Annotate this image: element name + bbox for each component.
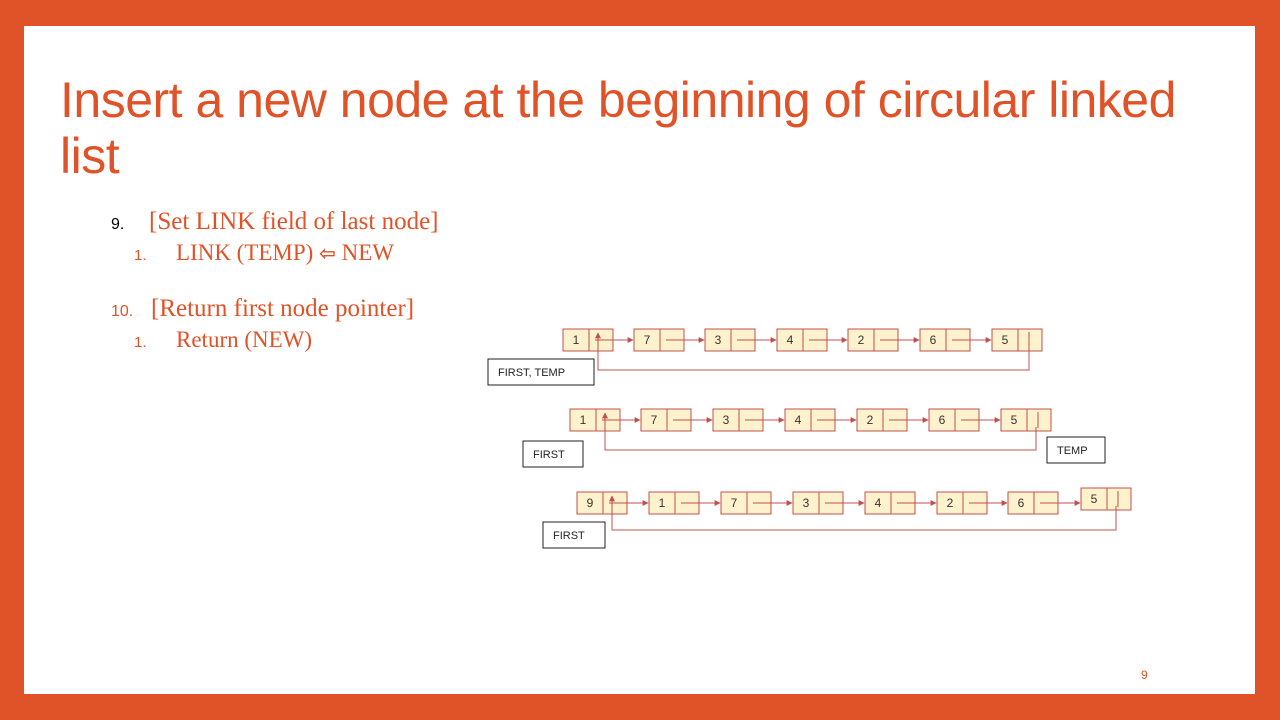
label-box	[487, 358, 595, 386]
circular-back-link	[602, 412, 1037, 451]
label-text: FIRST, TEMP	[498, 367, 565, 379]
node-value: 5	[1011, 413, 1018, 427]
slide-title: Insert a new node at the beginning of ci…	[60, 72, 1176, 184]
step-number: 9.	[111, 216, 125, 233]
node-value: 7	[651, 413, 658, 427]
pointer-label: FIRST	[542, 521, 606, 549]
label-text: FIRST	[553, 530, 585, 542]
label-text: TEMP	[1057, 445, 1088, 457]
list-node: 1	[648, 491, 721, 515]
node-value: 1	[580, 413, 587, 427]
list-node: 6	[928, 408, 1001, 432]
node-box	[991, 328, 1043, 352]
slide: Insert a new node at the beginning of ci…	[24, 26, 1255, 694]
list-node: 3	[712, 408, 785, 432]
list-node: 5	[991, 328, 1043, 352]
list-node: 6	[919, 328, 992, 352]
list-node: 4	[776, 328, 848, 352]
node-value: 2	[947, 496, 954, 510]
list-node: 3	[704, 328, 777, 352]
list-node: 2	[847, 328, 920, 352]
node-value: 6	[1018, 496, 1025, 510]
list-node: 2	[936, 491, 1008, 515]
step-number: 10.	[111, 303, 134, 320]
substep-text-before: LINK (TEMP)	[176, 240, 320, 265]
node-value: 4	[787, 333, 794, 347]
list-node: 5	[1080, 487, 1132, 511]
node-value: 5	[1002, 333, 1009, 347]
node-value: 3	[715, 333, 722, 347]
node-value: 1	[573, 333, 580, 347]
list-node: 7	[633, 328, 705, 352]
node-value: 7	[731, 496, 738, 510]
node-value: 3	[723, 413, 730, 427]
node-value: 4	[875, 496, 882, 510]
node-value: 6	[939, 413, 946, 427]
left-arrow-icon: ⇦	[319, 241, 336, 265]
list-node: 5	[1000, 408, 1052, 432]
node-value: 6	[930, 333, 937, 347]
node-value: 5	[1091, 492, 1098, 506]
label-text: FIRST	[533, 449, 565, 461]
substep-number: 1.	[134, 247, 147, 264]
list-node: 4	[864, 491, 937, 515]
list-node: 7	[640, 408, 713, 432]
list-node: 7	[720, 491, 793, 515]
substep-text: Return (NEW)	[176, 327, 313, 352]
label-box	[1046, 436, 1106, 464]
step-text: [Return first node pointer]	[151, 295, 415, 322]
circular-back-link	[595, 332, 1030, 371]
node-value: 2	[858, 333, 865, 347]
list-node: 6	[1007, 491, 1081, 515]
pointer-label: FIRST	[522, 440, 584, 468]
node-box	[1080, 487, 1132, 511]
label-box	[542, 521, 606, 549]
pointer-label: FIRST, TEMP	[487, 358, 595, 386]
substep-text: LINK (TEMP) ⇦ NEW	[176, 240, 394, 265]
step-text: [Set LINK field of last node]	[149, 208, 439, 235]
node-box	[1000, 408, 1052, 432]
node-value: 4	[795, 413, 802, 427]
pointer-label: TEMP	[1046, 436, 1106, 464]
node-value: 3	[803, 496, 810, 510]
node-value: 2	[867, 413, 874, 427]
node-value: 1	[659, 496, 666, 510]
substep-text-after: NEW	[335, 240, 394, 265]
label-box	[522, 440, 584, 468]
substep-number: 1.	[134, 334, 147, 351]
node-value: 9	[587, 496, 594, 510]
node-value: 7	[644, 333, 651, 347]
circular-back-link	[609, 495, 1117, 531]
list-node: 3	[792, 491, 865, 515]
page-number: 9	[1141, 668, 1148, 682]
list-node: 2	[856, 408, 929, 432]
list-node: 4	[784, 408, 857, 432]
